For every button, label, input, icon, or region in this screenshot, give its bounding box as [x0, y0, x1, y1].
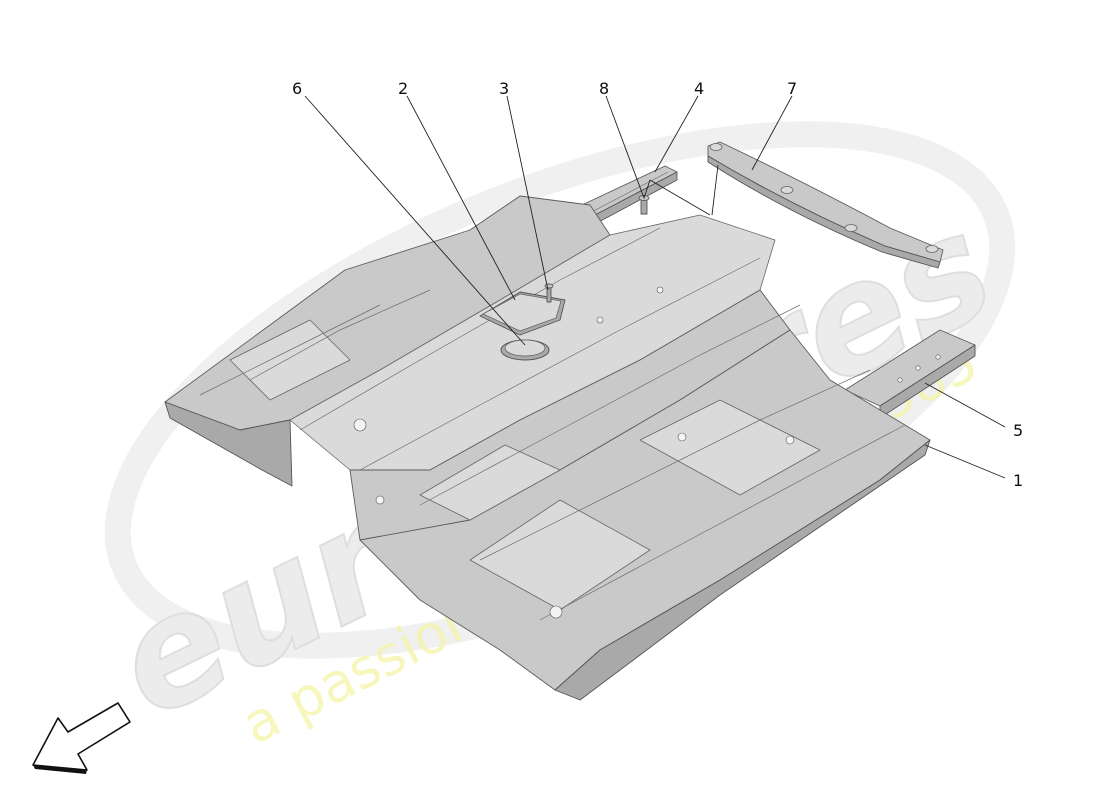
- leader-8b: [649, 179, 711, 216]
- callouts: 6 2 3 8 4 7 5 1: [292, 79, 1023, 490]
- leader-5: [924, 382, 1006, 428]
- leader-3: [506, 95, 549, 291]
- part-6-plug[interactable]: [500, 339, 550, 361]
- callout-6[interactable]: 6: [292, 79, 302, 98]
- leader-2: [406, 95, 516, 301]
- callout-4[interactable]: 4: [694, 79, 704, 98]
- leader-7b: [711, 164, 719, 216]
- callout-5[interactable]: 5: [1013, 421, 1023, 440]
- leader-4: [654, 95, 699, 173]
- part-7-cross-member[interactable]: [707, 141, 944, 269]
- leader-lines: [304, 95, 1006, 479]
- front-direction-arrow-icon: [32, 702, 131, 774]
- leader-8: [605, 95, 651, 200]
- callout-8[interactable]: 8: [599, 79, 609, 98]
- leader-1: [924, 444, 1006, 479]
- callout-1[interactable]: 1: [1013, 471, 1023, 490]
- leader-7: [751, 95, 793, 171]
- callout-7[interactable]: 7: [787, 79, 797, 98]
- callout-2[interactable]: 2: [398, 79, 408, 98]
- leader-6: [304, 95, 526, 346]
- callout-3[interactable]: 3: [499, 79, 509, 98]
